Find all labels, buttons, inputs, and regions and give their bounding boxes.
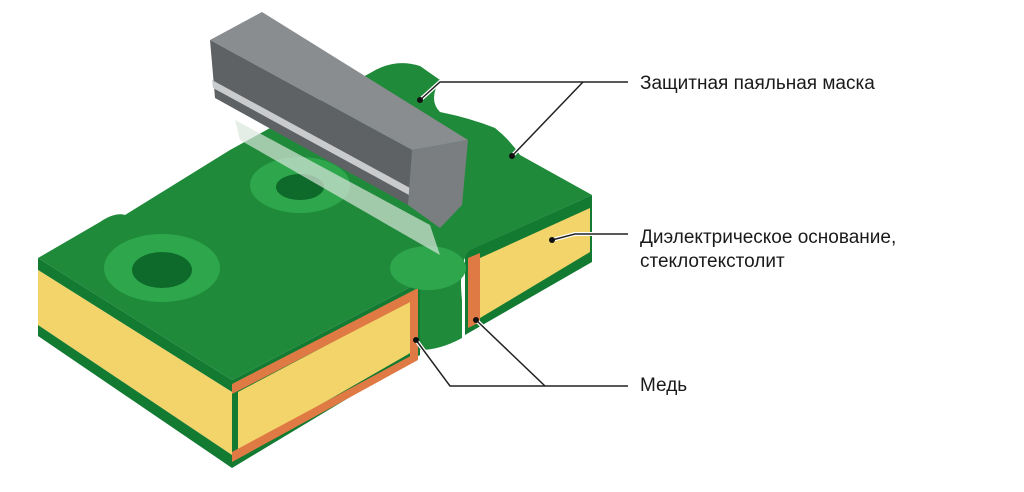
blade-top	[210, 12, 468, 150]
left-slab-cut-dielectric	[238, 300, 412, 452]
left-slab-bottom-mask-edge	[38, 325, 232, 468]
pad-right	[390, 246, 466, 290]
label-dielectric-line1: Диэлектрическое основание,	[640, 227, 897, 248]
pointer-dot	[549, 237, 555, 243]
blade-highlight	[212, 80, 410, 195]
label-copper: Медь	[640, 375, 688, 396]
pointer-dot	[413, 337, 419, 343]
copper-top-layer	[232, 288, 418, 394]
copper-right-wall	[468, 253, 480, 328]
copper-via-wall	[410, 290, 418, 360]
label-solder-mask: Защитная паяльная маска	[640, 73, 875, 94]
blade-end	[408, 140, 468, 228]
pointer-dot	[417, 97, 423, 103]
pad-left-hole	[132, 252, 192, 288]
blade-shadow	[235, 120, 440, 255]
label-dielectric-line2: стеклотекстолит	[640, 251, 785, 272]
pointer-dot	[509, 153, 515, 159]
pointer-dot	[473, 317, 479, 323]
left-slab-top-mask-edge	[38, 258, 232, 392]
copper-bottom-layer	[232, 352, 418, 462]
left-slab-dielectric	[38, 270, 232, 455]
